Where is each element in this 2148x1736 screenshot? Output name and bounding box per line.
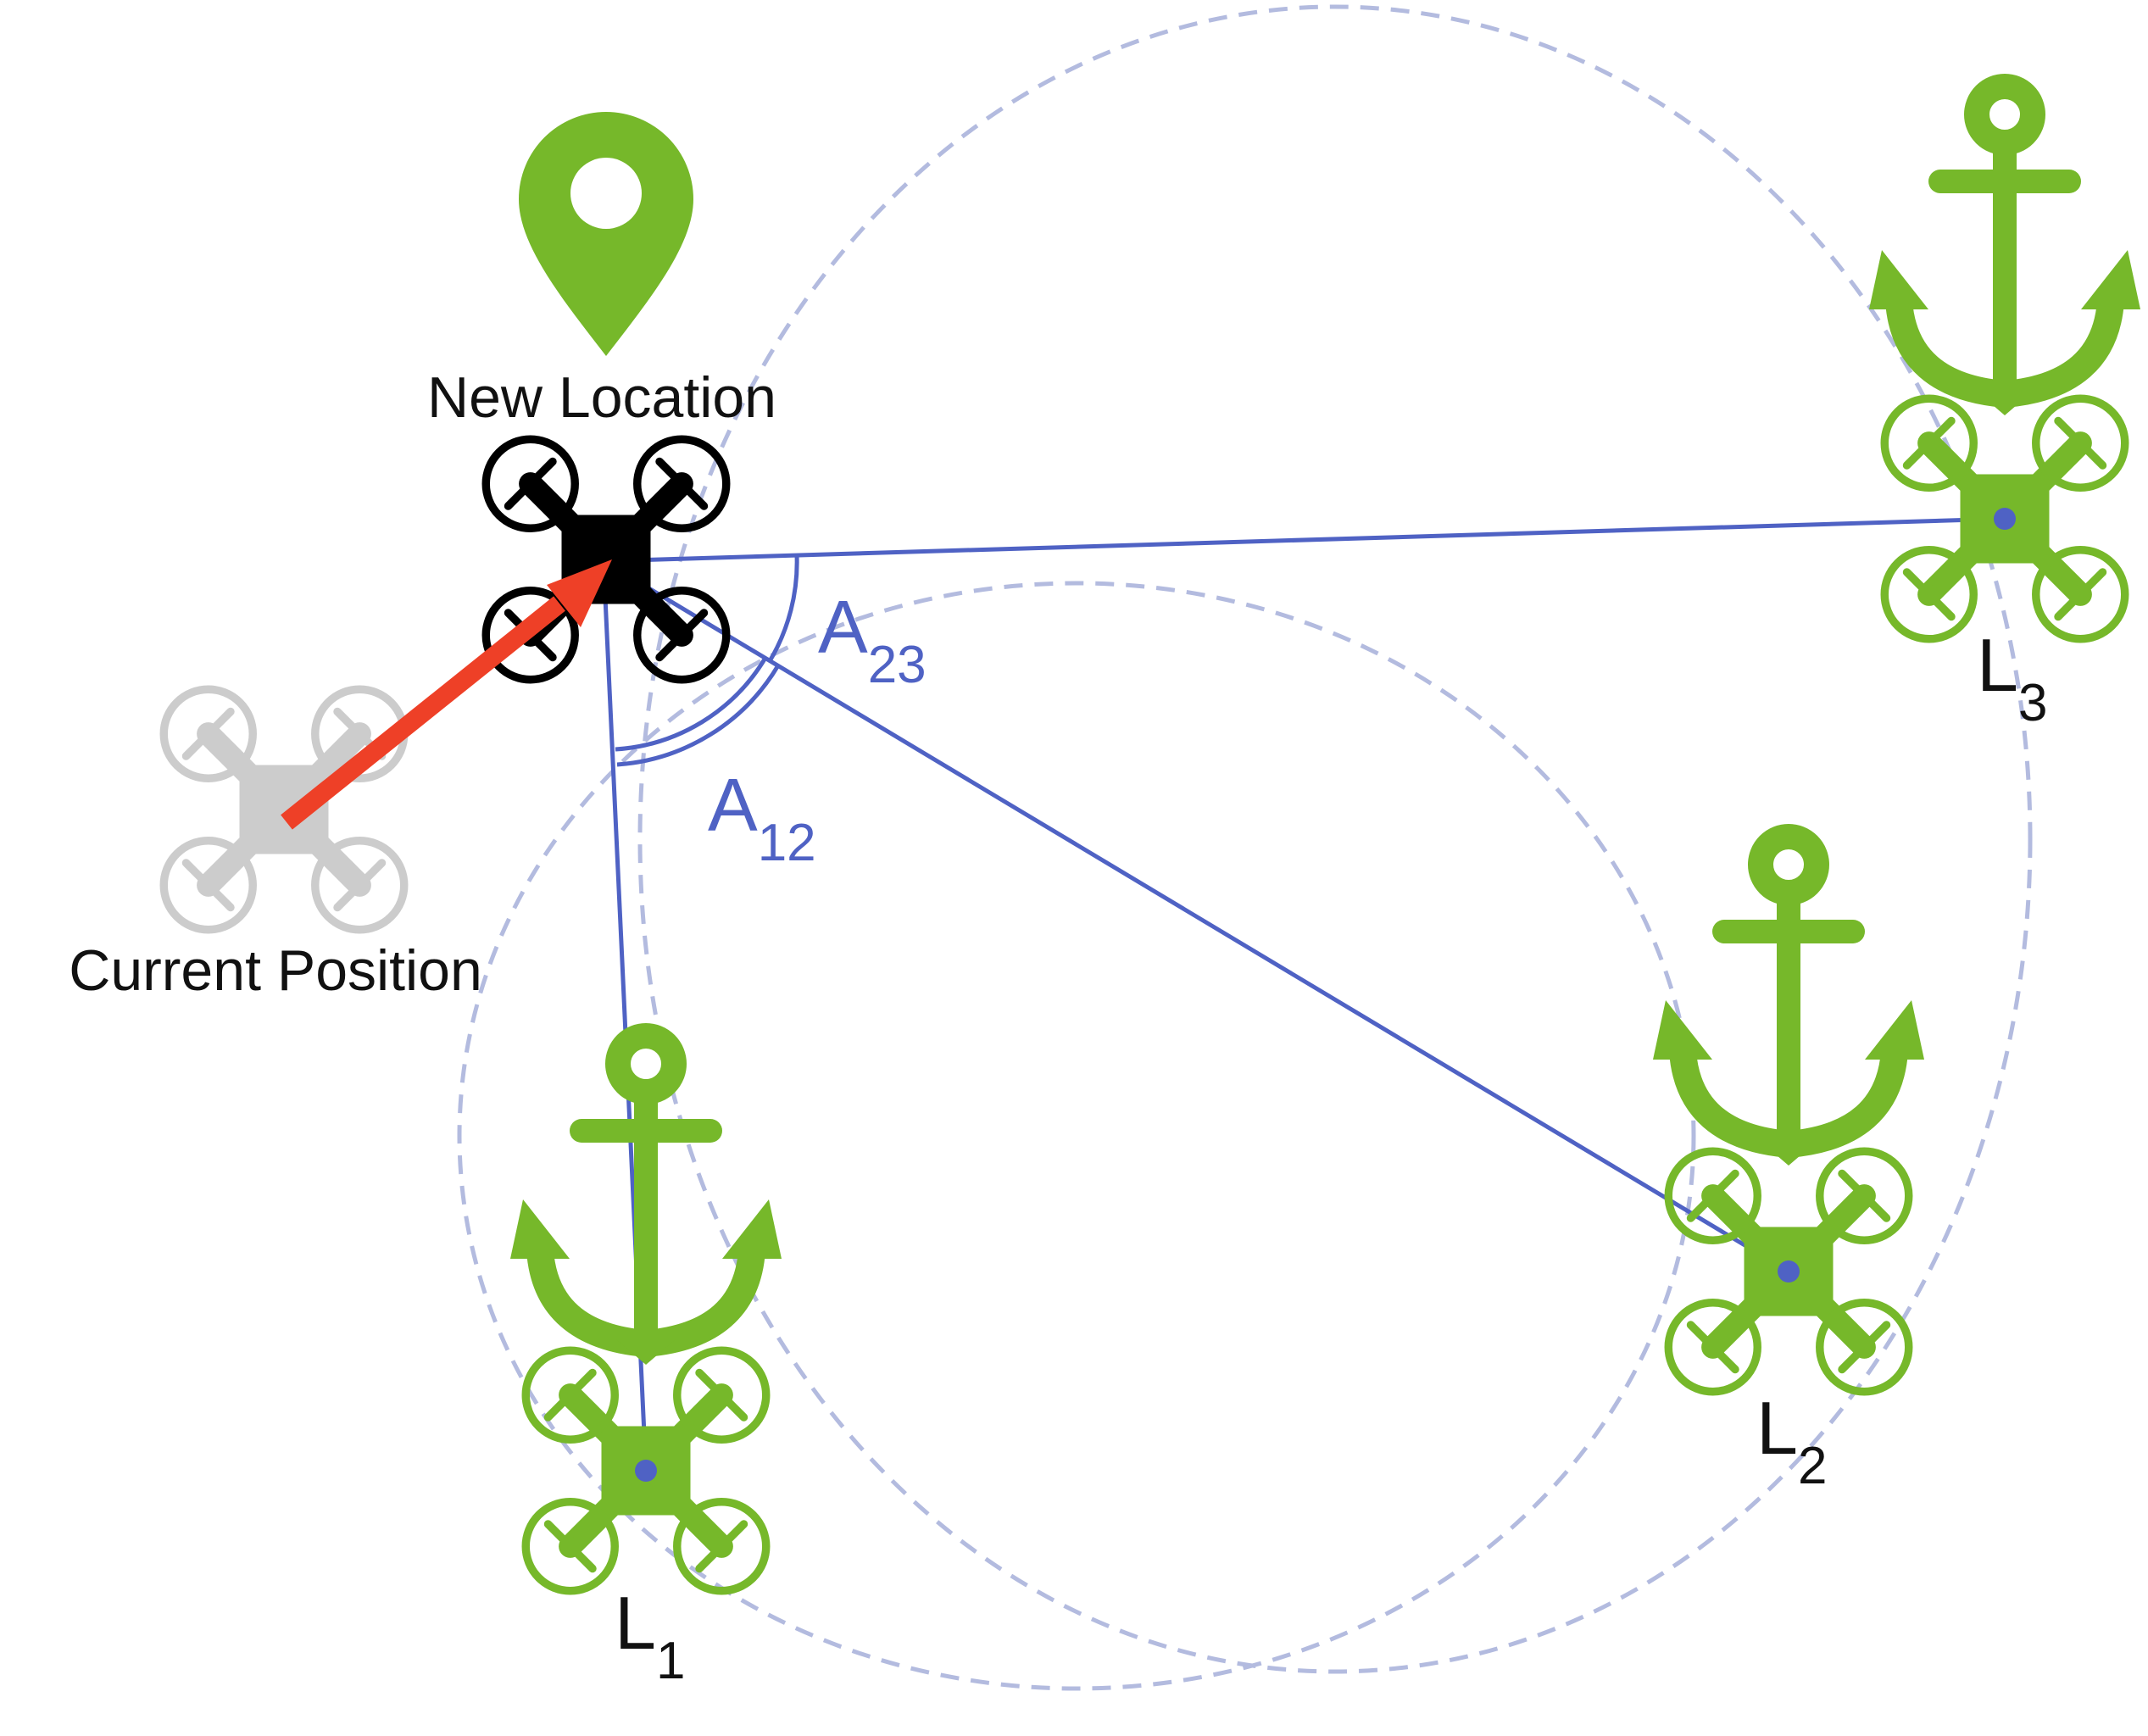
current-drone — [164, 689, 404, 930]
anchor-icon — [1653, 837, 1924, 1166]
anchor-l2-main: L — [1756, 1386, 1798, 1470]
dot-l2 — [1778, 1260, 1800, 1283]
anchor-l3-label: L3 — [1977, 623, 2047, 732]
dot-l1 — [635, 1460, 657, 1482]
angle-a23-label: A23 — [818, 585, 927, 694]
anchor-l1-label: L1 — [615, 1581, 685, 1690]
drone-icon — [164, 689, 404, 930]
anchor-dots — [635, 508, 2016, 1482]
anchor-l3-sub: 3 — [2018, 674, 2047, 732]
anchor-node-l1 — [510, 1036, 782, 1591]
circle-l2-l3 — [637, 4, 2033, 1674]
arc-a12-inner — [615, 656, 768, 752]
line-to-l3 — [603, 516, 2006, 564]
anchor-l1-sub: 1 — [656, 1632, 685, 1690]
circle-l1-l2 — [457, 581, 1696, 1691]
new-location-label: New Location — [427, 365, 776, 430]
angle-a12-sub: 12 — [758, 814, 816, 872]
current-position-label: Current Position — [69, 938, 482, 1003]
location-pin-icon — [519, 112, 693, 356]
anchor-node-l3 — [1869, 86, 2140, 639]
angle-a12-main: A — [708, 763, 758, 847]
angle-a12-label: A12 — [708, 763, 816, 872]
anchor-l3-main: L — [1977, 623, 2018, 707]
dot-l3 — [1994, 508, 2016, 530]
anchor-icon — [1869, 86, 2140, 415]
anchor-l1-main: L — [615, 1581, 656, 1665]
angle-a23-sub: 23 — [868, 636, 927, 694]
anchor-node-l2 — [1653, 837, 1924, 1392]
dashed-circles — [457, 4, 2033, 1691]
arc-a23 — [767, 554, 799, 663]
anchor-l2-label: L2 — [1756, 1386, 1827, 1495]
anchor-l2-sub: 2 — [1798, 1437, 1827, 1495]
anchor-icon — [510, 1036, 782, 1365]
angle-a23-main: A — [818, 585, 868, 669]
line-to-l2 — [602, 559, 1790, 1274]
movement-arrow-icon — [281, 559, 612, 830]
arc-a12-outer — [616, 664, 781, 767]
